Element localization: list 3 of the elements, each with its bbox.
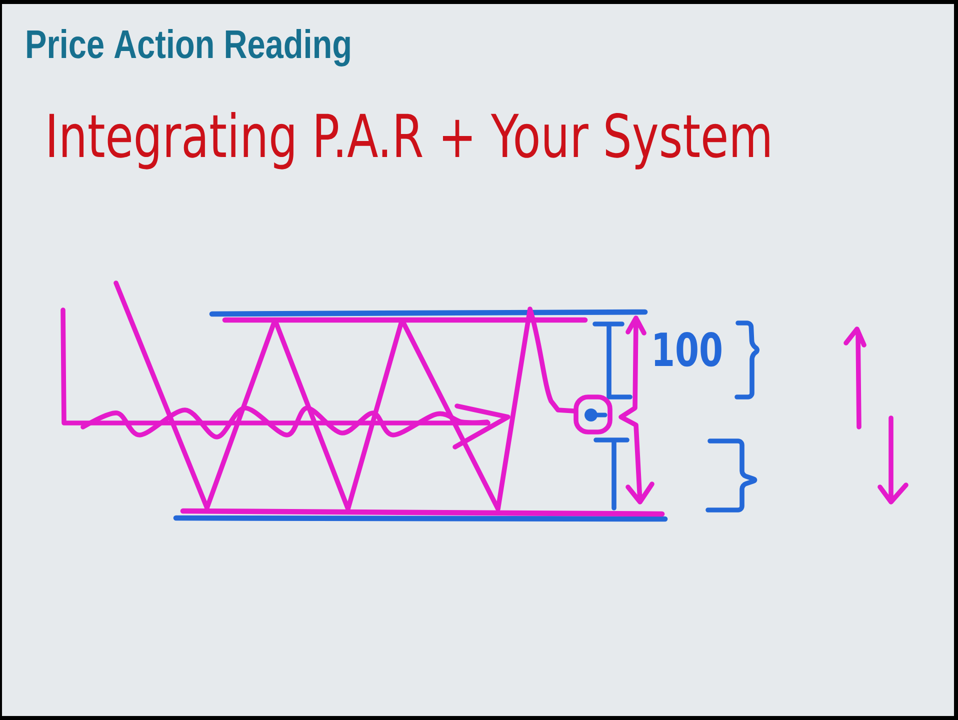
title: Integrating P.A.R + Your System xyxy=(49,112,770,170)
heading: Price Action Reading xyxy=(27,29,350,66)
range-size-number: 100 xyxy=(654,332,722,367)
